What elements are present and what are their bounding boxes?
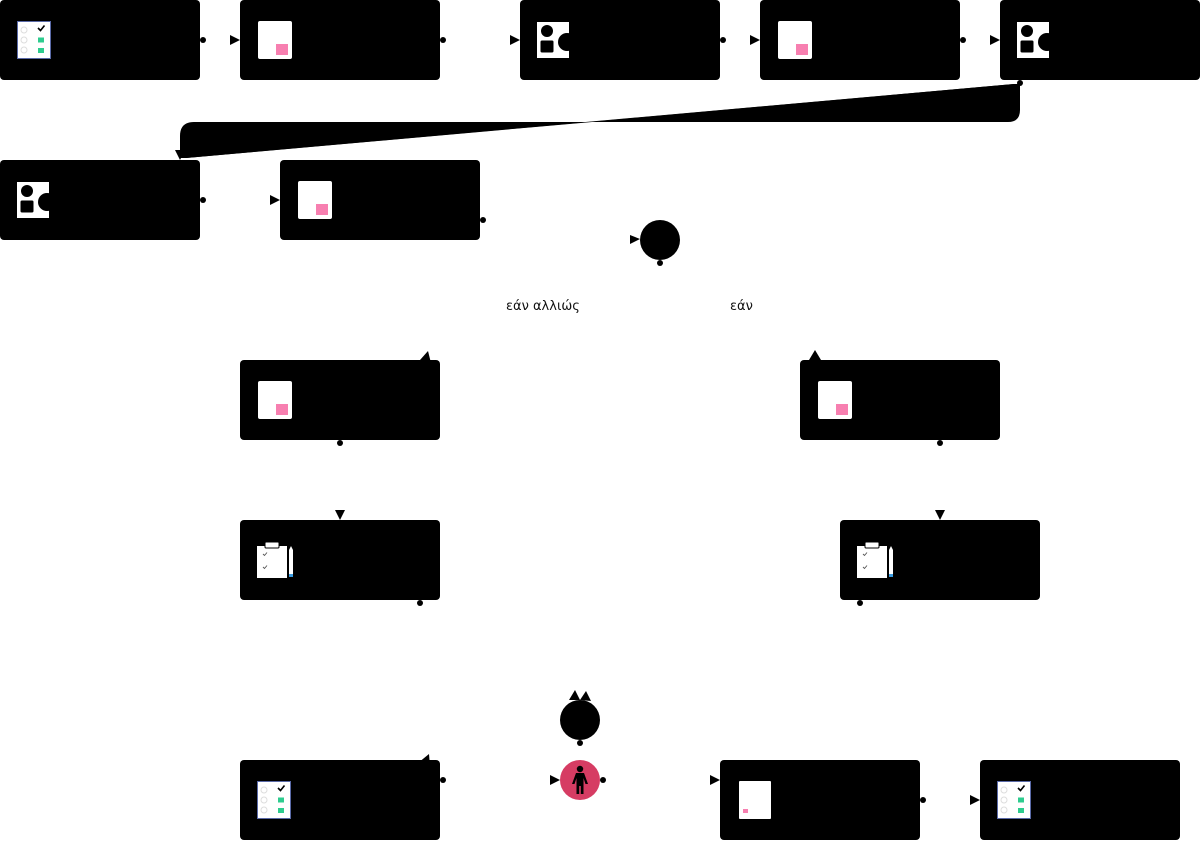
arrowhead [550, 775, 560, 785]
node-shapes-2[interactable] [1000, 0, 1200, 80]
person-icon [572, 765, 588, 794]
node-shapes-3[interactable] [0, 160, 200, 240]
if-branch-label: εάν [730, 299, 753, 314]
node-start-form[interactable] [0, 0, 200, 80]
connector-dot [440, 777, 446, 783]
shapes-icon [1016, 20, 1054, 60]
arrowhead [230, 35, 240, 45]
arrowhead [935, 510, 945, 520]
document-icon [256, 380, 294, 420]
document-icon [816, 380, 854, 420]
arrowhead [569, 690, 580, 700]
arrowhead [750, 35, 760, 45]
node-end-form-left[interactable] [240, 760, 440, 840]
node-document-1[interactable] [240, 0, 440, 80]
connector-dot [200, 197, 206, 203]
connector-dot [440, 37, 446, 43]
connector-dot [937, 440, 943, 446]
node-document-3[interactable] [280, 160, 480, 240]
form-checklist-icon [996, 780, 1034, 820]
arrowhead [510, 35, 520, 45]
actor-node[interactable] [560, 760, 600, 800]
node-if-document[interactable] [800, 360, 1000, 440]
document-icon [776, 20, 814, 60]
merge-gateway[interactable] [560, 700, 600, 740]
small-document-icon [736, 780, 774, 820]
shapes-icon [16, 180, 54, 220]
arrowhead [270, 195, 280, 205]
node-end-form-right[interactable] [980, 760, 1180, 840]
clipboard-pencil-icon [256, 540, 294, 580]
connector-dot [417, 600, 423, 606]
connector-dot [857, 600, 863, 606]
connector-dot [720, 37, 726, 43]
node-small-document[interactable] [720, 760, 920, 840]
form-checklist-icon [256, 780, 294, 820]
arrowhead [710, 775, 720, 785]
node-else-task[interactable] [240, 520, 440, 600]
node-shapes-1[interactable] [520, 0, 720, 80]
arrowhead [335, 510, 345, 520]
clipboard-pencil-icon [856, 540, 894, 580]
arrowhead [990, 35, 1000, 45]
connector-dot [480, 217, 486, 223]
arrowhead [175, 150, 185, 160]
form-checklist-icon [16, 20, 54, 60]
connector-dot [920, 797, 926, 803]
document-icon [256, 20, 294, 60]
node-document-2[interactable] [760, 0, 960, 80]
connector-dot [577, 740, 583, 746]
arrowhead [630, 235, 640, 244]
connector-dot [200, 37, 206, 43]
wrap-connector-band [180, 84, 1020, 158]
connector-dot [337, 440, 343, 446]
node-if-task[interactable] [840, 520, 1040, 600]
shapes-icon [536, 20, 574, 60]
connector-dot [960, 37, 966, 43]
connector-dot [657, 260, 663, 266]
document-icon [296, 180, 334, 220]
node-else-document[interactable] [240, 360, 440, 440]
split-gateway[interactable] [640, 220, 680, 260]
arrowhead [809, 350, 821, 360]
else-branch-label: εάν αλλιώς [506, 299, 580, 314]
connector-dot [600, 777, 606, 783]
arrowhead [970, 795, 980, 805]
arrowhead [580, 691, 591, 701]
